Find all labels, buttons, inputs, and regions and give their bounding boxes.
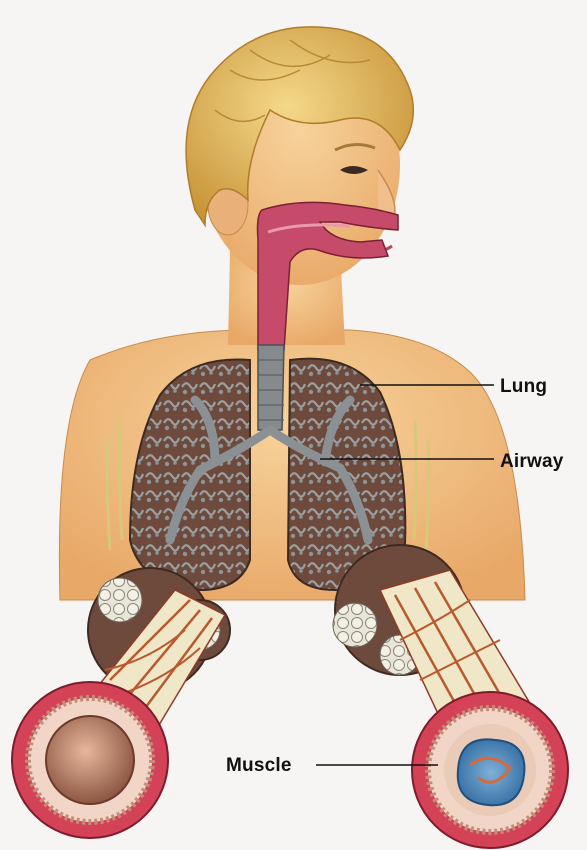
label-airway: Airway: [500, 452, 564, 471]
trachea: [258, 345, 284, 430]
bronchus-constricted: [333, 545, 568, 848]
open-lumen: [46, 716, 134, 804]
label-lung: Lung: [500, 377, 547, 396]
bronchus-open: [12, 568, 230, 838]
constricted-lumen: [458, 739, 525, 805]
label-muscle: Muscle: [226, 756, 292, 775]
